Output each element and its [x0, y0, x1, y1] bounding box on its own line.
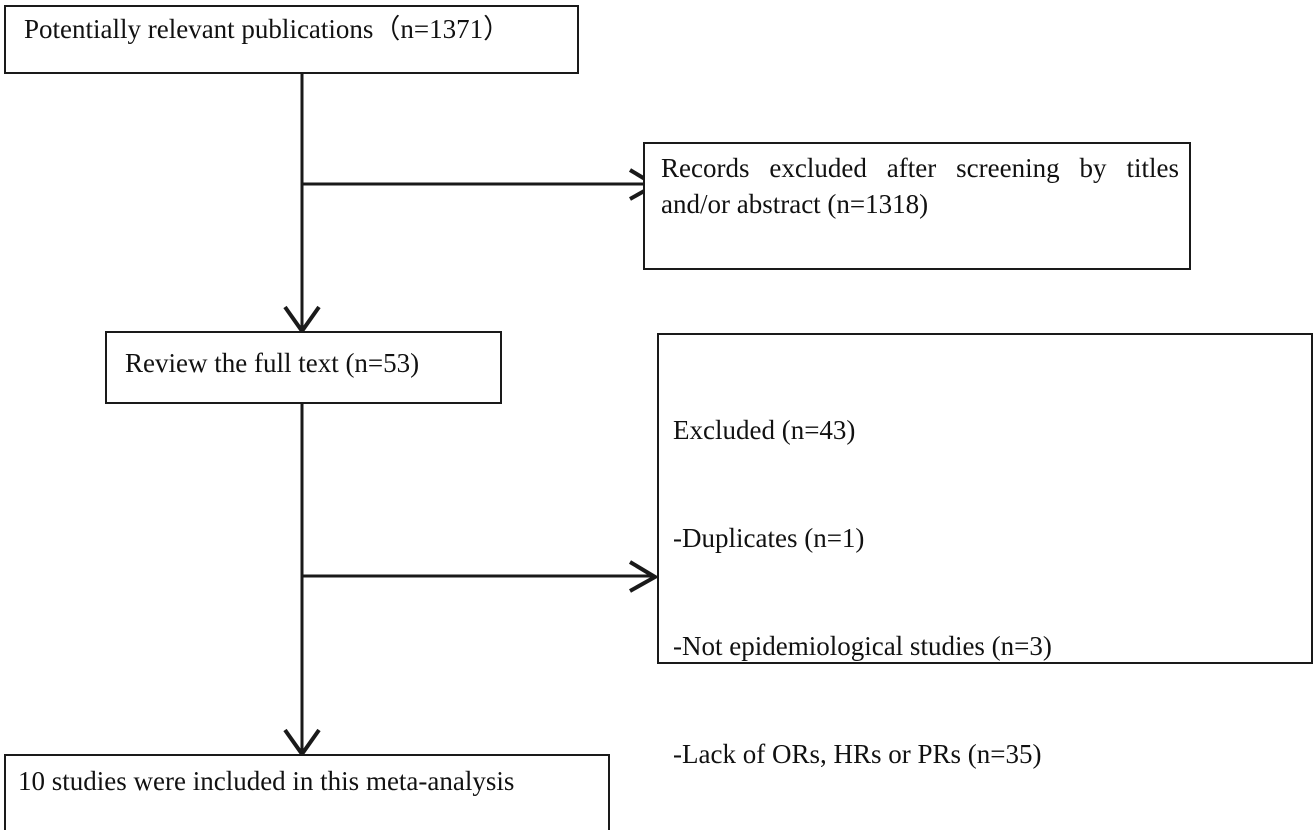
box-excluded-details-text: Excluded (n=43) -Duplicates (n=1) -Not e… — [673, 340, 1308, 830]
connector-branch-to-excluded-details — [302, 560, 659, 593]
box-included-studies — [4, 754, 610, 830]
box-included-studies-text: 10 studies were included in this meta-an… — [18, 766, 515, 796]
connector-potentially-relevant-to-review — [283, 74, 321, 335]
excluded-reason-duplicates: -Duplicates (n=1) — [673, 523, 865, 553]
box-records-excluded-text: Records excluded after screening by titl… — [661, 153, 1179, 219]
box-review-full-text — [105, 331, 502, 404]
box-potentially-relevant-text: Potentially relevant publications（n=1371… — [24, 14, 511, 44]
box-review-full-text-text: Review the full text (n=53) — [125, 348, 420, 378]
excluded-header: Excluded (n=43) — [673, 415, 856, 445]
box-records-excluded — [643, 142, 1191, 270]
box-potentially-relevant — [4, 5, 579, 74]
excluded-reason-lack-of-effect-estimates: -Lack of ORs, HRs or PRs (n=35) — [673, 739, 1042, 769]
connector-branch-to-records-excluded — [302, 168, 659, 201]
connector-review-to-included — [283, 404, 321, 758]
box-excluded-details — [657, 333, 1313, 664]
excluded-reason-not-epidemiological: -Not epidemiological studies (n=3) — [673, 631, 1052, 661]
